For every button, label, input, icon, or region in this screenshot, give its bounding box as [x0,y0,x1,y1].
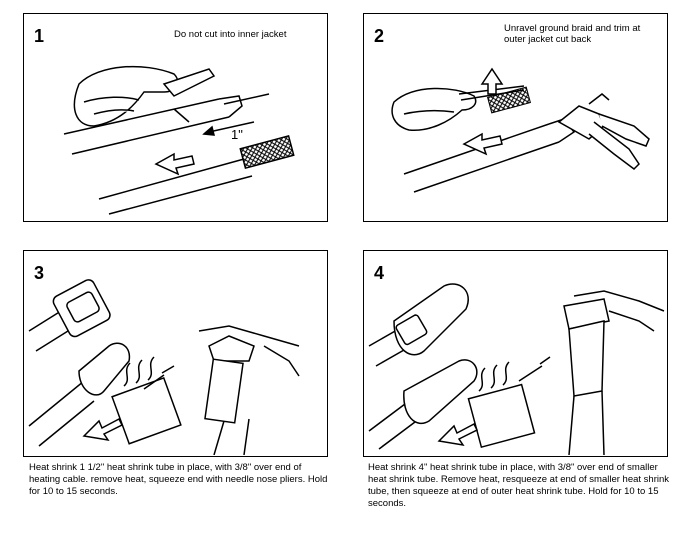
double-arrow-icon [437,422,479,447]
step-4-illustration [368,283,665,455]
up-arrow-icon [480,67,504,95]
step-2-number: 2 [374,26,385,46]
step-3-illustration [28,279,300,455]
needle-nose-pliers-icon [563,290,665,455]
step-1-panel: 1 Do not cut into inner jacket 1" [23,13,328,222]
hand-icon [391,87,477,131]
direction-arrow-icon [462,132,503,156]
step-4-caption: Heat shrink 4" heat shrink tube in place… [368,462,670,509]
shrink-tube [78,342,131,396]
step-3-number: 3 [34,263,45,283]
step-1-number: 1 [34,26,45,46]
shrink-tube [403,359,478,424]
step-2-illustration [391,67,650,193]
hand-icon [73,65,179,127]
heat-gun-icon [467,383,536,449]
cutter-pliers-icon [557,93,650,170]
cable [368,400,420,450]
cable [403,118,576,193]
step-2-panel: 2 Unravel ground braid and trim at outer… [363,13,668,222]
step-3-caption: Heat shrink 1 1/2" heat shrink tube in p… [29,462,328,497]
dimension-marker [202,93,270,136]
step-3-panel: 3 [23,250,328,457]
step-4-panel: 4 [363,250,668,457]
step-2-note: Unravel ground braid and trim at outer j… [504,23,641,45]
stripped-cable [98,134,295,215]
double-arrow-icon [143,365,175,390]
step-4-number: 4 [374,263,385,283]
knife-icon [162,68,216,97]
step-1-illustration: 1" [63,65,295,215]
dimension-label: 1" [231,127,243,142]
cable [28,380,95,447]
step-1-note: Do not cut into inner jacket [174,29,287,40]
heat-gun-icon [111,376,182,445]
needle-nose-pliers-icon [198,325,300,455]
direction-arrow-icon [154,152,195,176]
